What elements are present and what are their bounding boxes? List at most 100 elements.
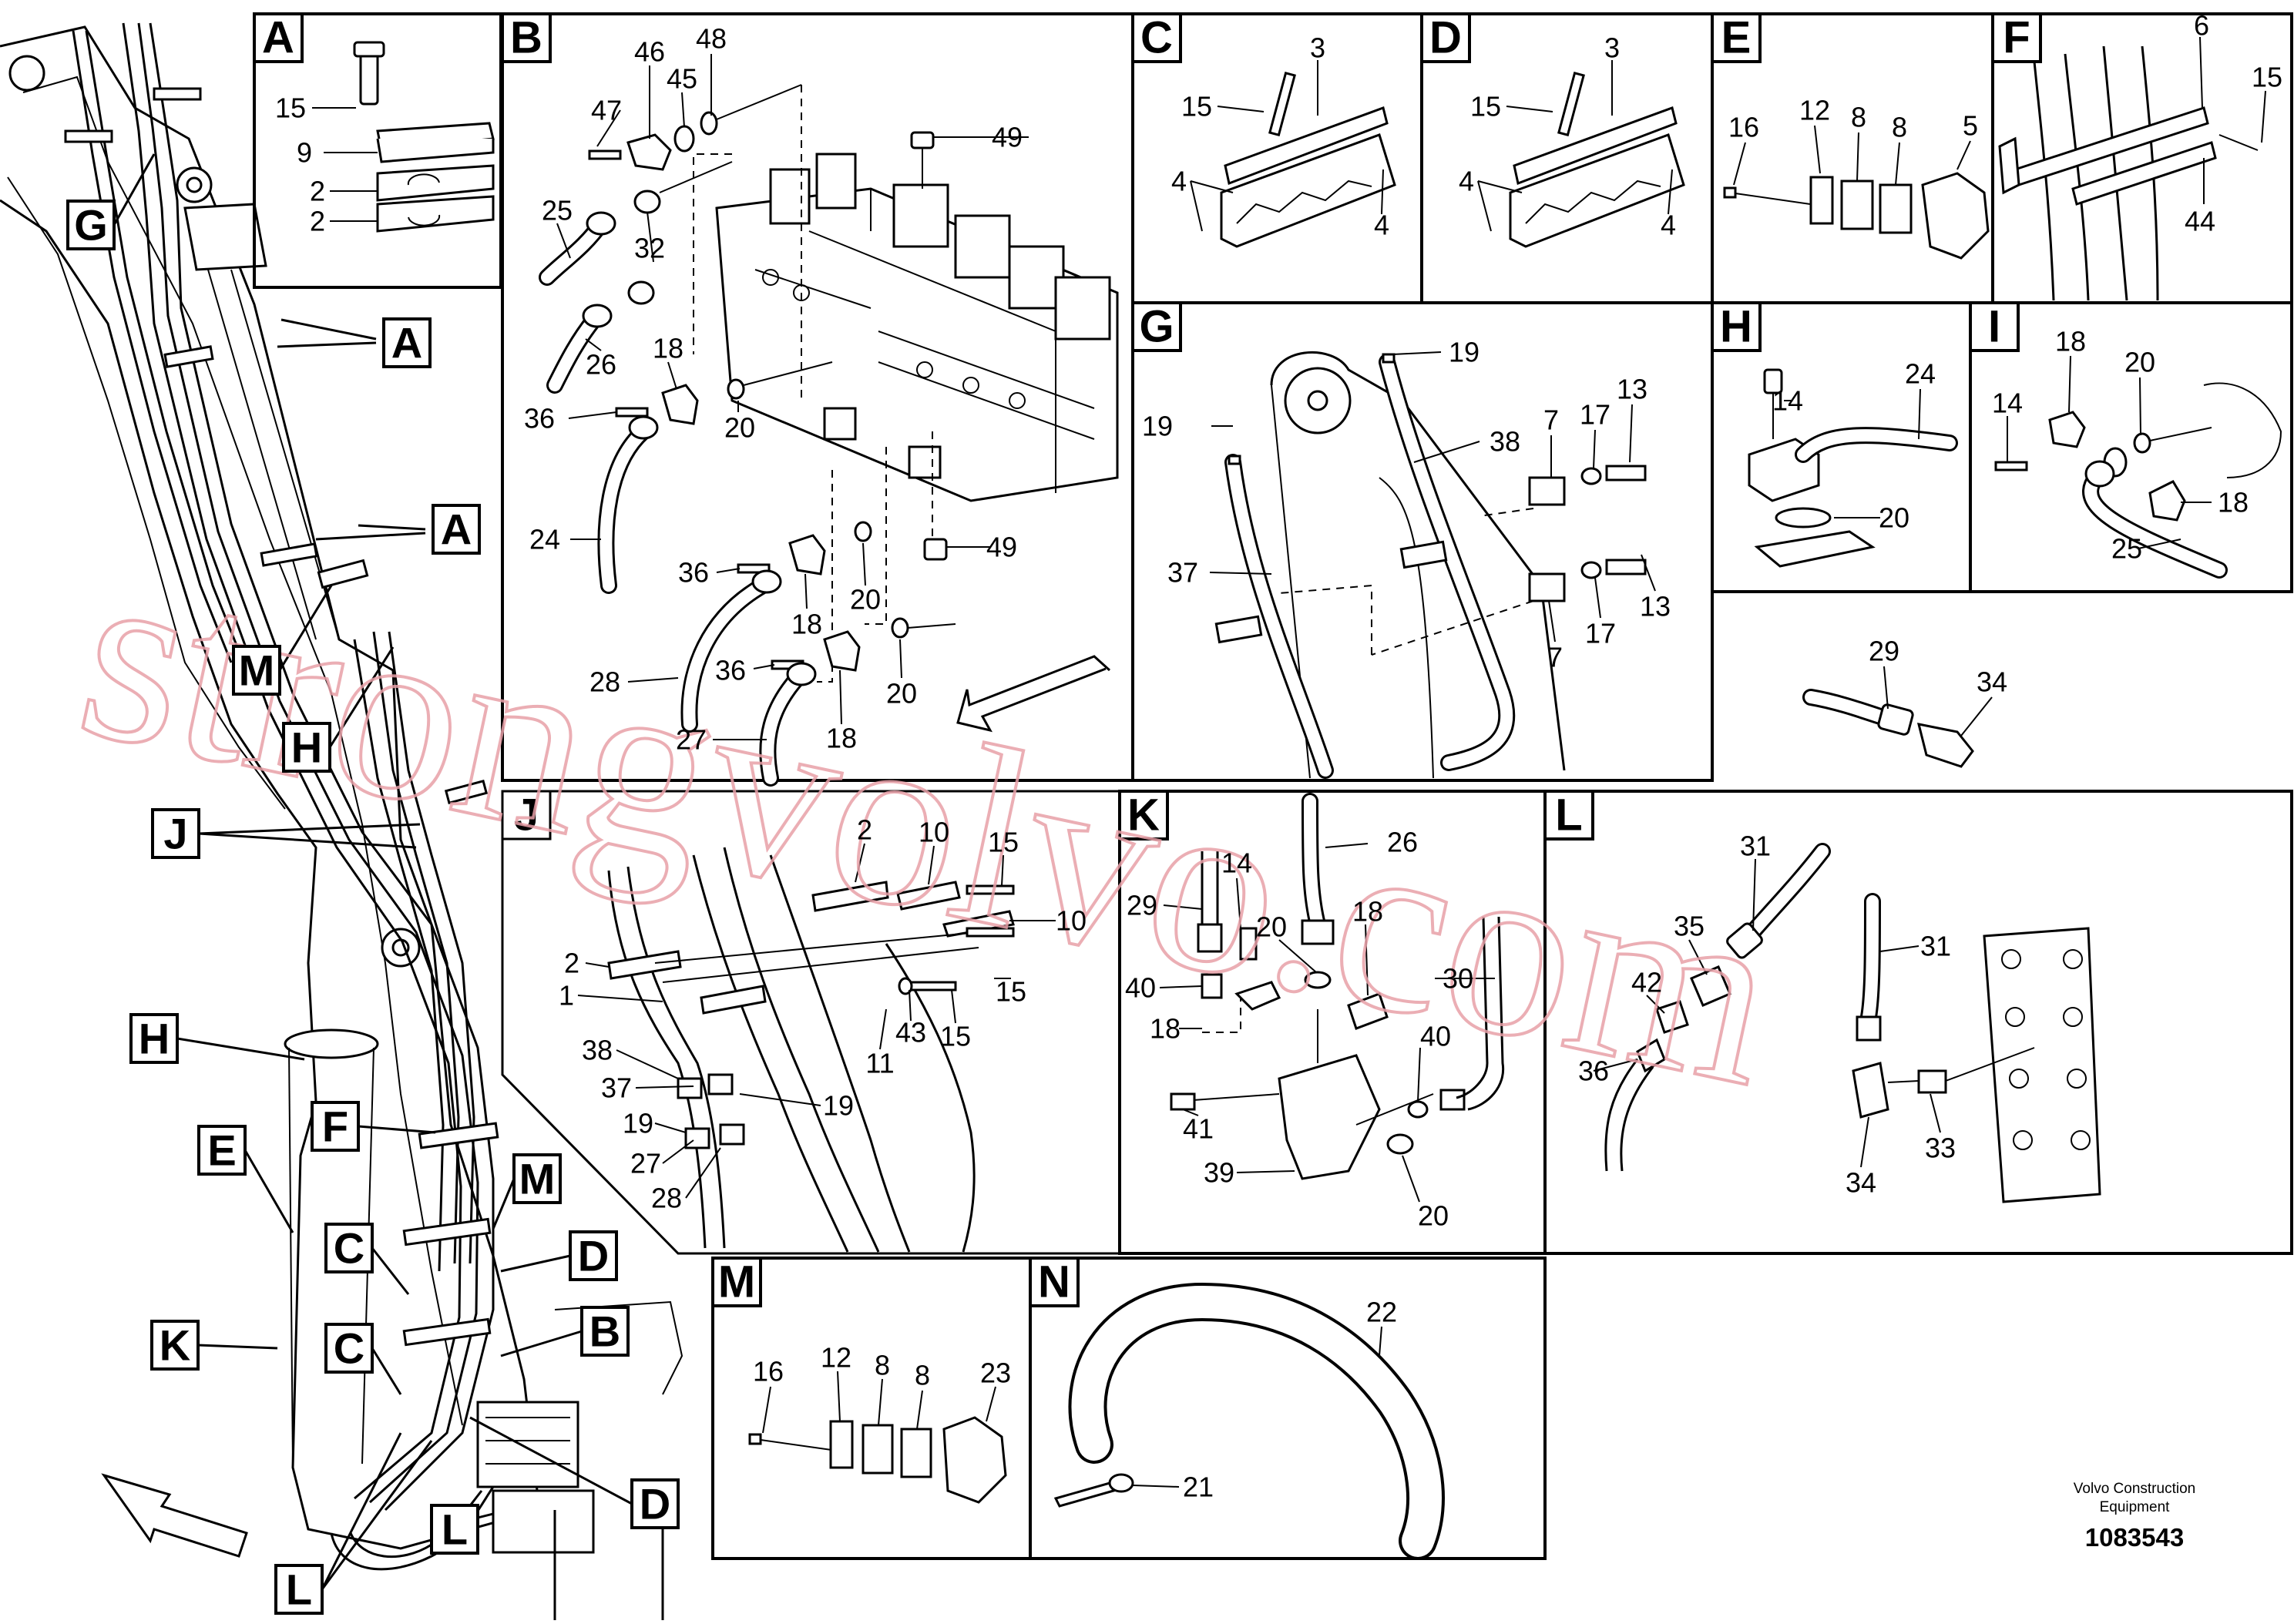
footer: Volvo Construction Equipment 1083543 (2074, 1481, 2195, 1552)
panel-letter-G: G (1139, 302, 1174, 352)
panel-letter-box (1969, 301, 2020, 352)
callout-number: 17 (1580, 399, 1611, 431)
callout-number: 27 (676, 724, 707, 756)
callout-number: 38 (1490, 426, 1520, 458)
panel-letter-F: F (2003, 13, 2030, 63)
callout-number: 36 (1578, 1055, 1609, 1087)
callout-number: 18 (2055, 326, 2086, 357)
boom-tag-box (66, 200, 116, 250)
panel-J: J (501, 790, 1121, 1255)
callout-number: 15 (1470, 91, 1501, 122)
boom-tag-F: F (311, 1101, 360, 1152)
panel-J-drawing (577, 843, 1056, 1253)
callout-number: 24 (1905, 358, 1936, 390)
callout-number: 8 (875, 1350, 890, 1381)
panel-A-drawing (312, 41, 495, 233)
callout-number: 15 (940, 1021, 971, 1052)
callout-number: 26 (586, 349, 616, 381)
panel-letter-box (1543, 790, 1594, 841)
boom-tag-box (630, 1478, 680, 1529)
callout-number: 3 (1604, 32, 1620, 64)
callout-number: 48 (696, 23, 727, 55)
boom-tag-box (569, 1230, 618, 1281)
panel-L: L (1543, 790, 2293, 1255)
footer-drawing-number: 1083543 (2085, 1523, 2184, 1552)
boom-tag-A: A (432, 504, 481, 555)
callout-number: 20 (1879, 502, 1909, 534)
boom-tag-A: A (382, 317, 432, 368)
panel-N: N (1029, 1257, 1547, 1560)
callout-number: 4 (1171, 166, 1187, 197)
panel-E: E (1711, 12, 1994, 304)
boom-tag-J: J (151, 808, 200, 859)
boom-tag-letter: G (74, 201, 108, 250)
panel-I: I (1969, 301, 2293, 593)
fittings-29-34-drawing (1802, 666, 1993, 768)
callout-number: 20 (850, 584, 881, 616)
callout-number: 43 (895, 1017, 926, 1049)
boom-tag-letter: M (519, 1155, 556, 1203)
boom-tag-box (151, 808, 200, 859)
panel-letter-box (1711, 301, 1762, 352)
panel-letter-box (253, 12, 304, 63)
callout-number: 18 (653, 333, 683, 364)
boom-tag-box (512, 1153, 562, 1204)
boom-tag-E: E (197, 1125, 247, 1176)
callout-number: 37 (1167, 557, 1198, 589)
callout-number: 2 (310, 206, 325, 237)
callout-number: 4 (1374, 210, 1389, 241)
boom-tag-letter: K (160, 1321, 190, 1370)
panel-B-drawing (539, 54, 1119, 787)
callout-number: 12 (821, 1342, 851, 1374)
callout-number: 17 (1585, 618, 1616, 649)
panel-E-drawing (1723, 125, 1990, 260)
boom-tag-C: C (324, 1223, 374, 1273)
callout-number: 14 (1772, 385, 1803, 417)
boom-tag-K: K (150, 1320, 200, 1371)
callout-number: 16 (1728, 112, 1759, 143)
callout-number: 7 (1543, 404, 1559, 436)
callout-number: 9 (297, 137, 312, 169)
callout-number: 10 (1056, 905, 1087, 937)
callout-number: 4 (1459, 166, 1474, 197)
boom-tag-letter: B (589, 1307, 620, 1356)
boom-tag-H: H (129, 1013, 179, 1064)
callout-number: 19 (823, 1090, 854, 1122)
callout-number: 26 (1387, 827, 1418, 858)
callout-number: 38 (582, 1035, 613, 1066)
callout-number: 49 (986, 532, 1017, 563)
callout-number: 18 (791, 609, 822, 640)
panel-letter-M: M (718, 1257, 755, 1307)
callout-number: 27 (630, 1148, 661, 1179)
panel-I-drawing (1994, 355, 2282, 579)
callout-number: 15 (275, 92, 306, 124)
callout-number: 10 (919, 817, 949, 848)
boom-tag-box (197, 1125, 247, 1176)
panel-letter-H: H (1720, 302, 1752, 352)
callout-number: 15 (1181, 91, 1212, 122)
boom-tag-H: H (282, 722, 331, 773)
panel-letter-E: E (1721, 13, 1752, 63)
boom-tag-box (324, 1323, 374, 1374)
callout-number: 33 (1925, 1132, 1956, 1164)
callout-number: 15 (2252, 62, 2282, 93)
callout-number: 22 (1366, 1297, 1397, 1328)
callout-number: 42 (1631, 967, 1662, 998)
callout-number: 13 (1640, 591, 1671, 622)
boom-tag-L: L (430, 1504, 479, 1555)
callout-number: 31 (1920, 931, 1951, 962)
callout-number: 19 (1142, 411, 1173, 442)
callout-number: 18 (1352, 896, 1383, 928)
boom-tag-letter: H (291, 723, 322, 772)
callout-number: 14 (1221, 847, 1252, 879)
callout-number: 41 (1183, 1113, 1214, 1145)
callout-number: 24 (529, 524, 560, 555)
panel-M-drawing (748, 1371, 1007, 1504)
callout-number: 40 (1420, 1021, 1451, 1052)
boom-tag-letter: C (334, 1324, 364, 1373)
panel-letter-box (501, 12, 552, 63)
panel-letter-box (1131, 301, 1182, 352)
callout-number: 30 (1443, 963, 1473, 995)
